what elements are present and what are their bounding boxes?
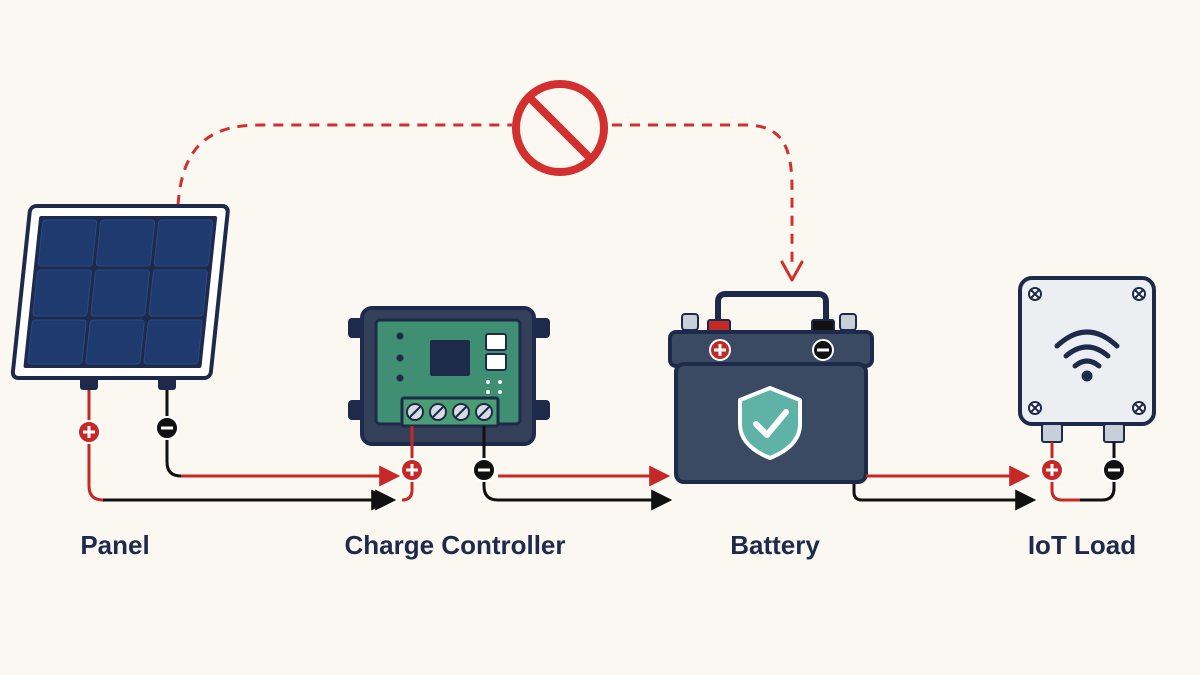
panel-label: Panel	[80, 530, 150, 560]
battery-label: Battery	[730, 530, 820, 560]
panel-minus-icon	[155, 416, 179, 440]
controller-plus-icon	[400, 458, 424, 482]
battery-plus-icon	[709, 339, 731, 361]
controller-minus-icon	[472, 458, 496, 482]
battery-minus-icon	[812, 339, 834, 361]
load-minus-icon	[1102, 458, 1126, 482]
load-plus-icon	[1040, 458, 1064, 482]
shield-check-icon	[738, 386, 802, 460]
bypass-arrowhead	[780, 260, 804, 282]
charge-controller-label: Charge Controller	[344, 530, 566, 560]
bypass-dashed-line	[176, 123, 794, 268]
panel-plus-icon	[77, 420, 101, 444]
iot-load-device	[1018, 276, 1156, 443]
wifi-icon	[1054, 329, 1120, 382]
battery	[668, 291, 874, 484]
iot-load-label: IoT Load	[1027, 530, 1137, 560]
prohibited-icon	[512, 80, 608, 176]
wires	[87, 390, 1116, 511]
charge-controller	[348, 306, 550, 446]
solar-panel	[10, 204, 230, 390]
